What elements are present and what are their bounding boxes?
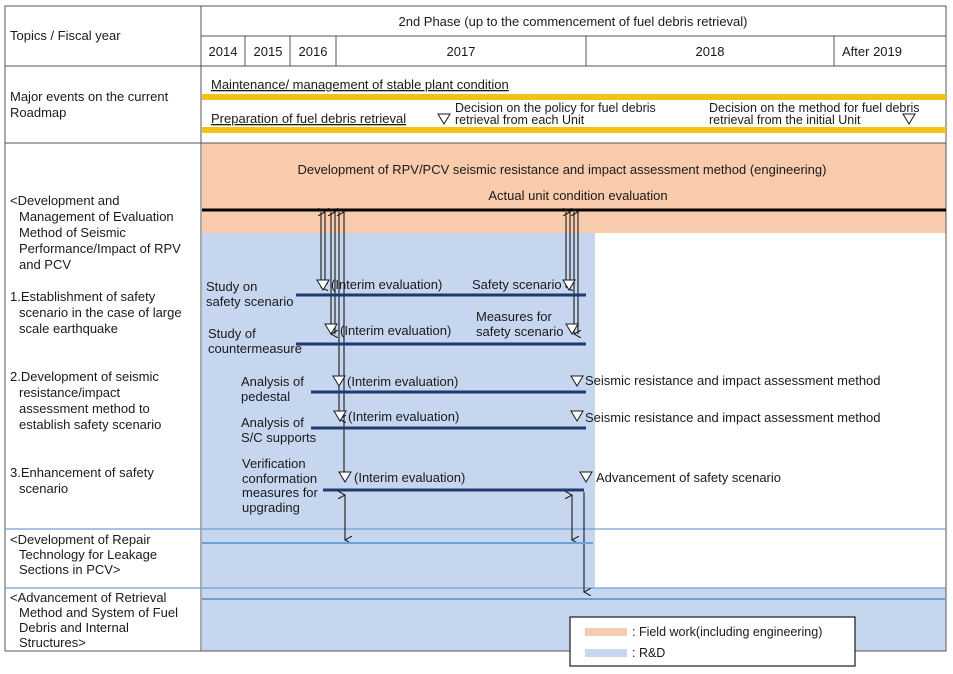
svg-text:Study on: Study on	[206, 279, 257, 294]
topic-repair: <Development of Repair Technology for Le…	[10, 532, 157, 577]
task-analysis-sc: Analysis of S/C supports	[241, 415, 317, 445]
topic-eval-method: <Development and Management of Evaluatio…	[10, 193, 181, 272]
svg-text:scenario: scenario	[19, 481, 68, 496]
actual-unit-evaluation: Actual unit condition evaluation	[488, 188, 667, 203]
svg-text:(Interim evaluation): (Interim evaluation)	[340, 323, 451, 338]
svg-text:3.Enhancement of safety: 3.Enhancement of safety	[10, 465, 154, 480]
svg-text:Method of Seismic: Method of Seismic	[19, 225, 126, 240]
triangle-icon	[324, 323, 338, 335]
year-2018: 2018	[696, 44, 725, 59]
decision-policy-label: Decision on the policy for fuel debris	[455, 101, 656, 115]
svg-text:Performance/Impact of RPV: Performance/Impact of RPV	[19, 241, 181, 256]
svg-text:pedestal: pedestal	[241, 389, 290, 404]
svg-text:establish safety scenario: establish safety scenario	[19, 417, 161, 432]
svg-text:scale earthquake: scale earthquake	[19, 321, 118, 336]
triangle-icon	[338, 471, 352, 483]
svg-text:S/C supports: S/C supports	[241, 430, 317, 445]
svg-text:Debris and Internal: Debris and Internal	[19, 620, 129, 635]
major-events-label-2: Roadmap	[10, 105, 66, 120]
legend: : Field work(including engineering) : R&…	[569, 616, 856, 667]
year-2016: 2016	[299, 44, 328, 59]
svg-text:2.Development of seismic: 2.Development of seismic	[10, 369, 159, 384]
task-study-counter: Study of countermeasure	[208, 326, 302, 356]
legend-field-work-swatch	[585, 628, 627, 636]
svg-text:(Interim evaluation): (Interim evaluation)	[331, 277, 442, 292]
task-analysis-pedestal: Analysis of pedestal	[241, 374, 304, 404]
year-2017: 2017	[447, 44, 476, 59]
legend-rnd-label: : R&D	[632, 646, 665, 660]
seismic-method-label: Seismic resistance and impact assessment…	[585, 373, 881, 388]
year-after-2019: After 2019	[842, 44, 902, 59]
svg-text:resistance/impact: resistance/impact	[19, 385, 121, 400]
year-2014: 2014	[209, 44, 238, 59]
svg-text:1.Establishment of safety: 1.Establishment of safety	[10, 289, 156, 304]
triangle-icon	[570, 375, 584, 387]
svg-text:upgrading: upgrading	[242, 500, 300, 515]
task-verification: Verification conformation measures for u…	[242, 456, 319, 515]
svg-text:scenario in the case of large: scenario in the case of large	[19, 305, 182, 320]
svg-text:conformation: conformation	[242, 471, 317, 486]
engineering-title: Development of RPV/PCV seismic resistanc…	[298, 162, 827, 177]
svg-text:Structures>: Structures>	[19, 635, 86, 650]
svg-text:measures for: measures for	[242, 485, 319, 500]
svg-text:<Advancement of Retrieval: <Advancement of Retrieval	[10, 590, 167, 605]
topic-item-2: 2.Development of seismic resistance/impa…	[10, 369, 161, 432]
task-bars	[296, 293, 586, 492]
legend-field-work-label: : Field work(including engineering)	[632, 625, 822, 639]
advancement-label: Advancement of safety scenario	[596, 470, 781, 485]
svg-text:Study of: Study of	[208, 326, 256, 341]
decision-method-label-2: retrieval from the initial Unit	[709, 113, 861, 127]
triangle-icon	[333, 410, 347, 422]
topic-item-3: 3.Enhancement of safety scenario	[10, 465, 154, 496]
svg-text:Analysis of: Analysis of	[241, 415, 304, 430]
major-events-label: Major events on the current	[10, 89, 169, 104]
triangle-icon	[562, 279, 576, 291]
decision-method-label: Decision on the method for fuel debris	[709, 101, 920, 115]
legend-box	[569, 616, 856, 667]
measures-label: Measures for	[476, 309, 553, 324]
svg-text:Method and System of Fuel: Method and System of Fuel	[19, 605, 178, 620]
legend-rnd-swatch	[585, 649, 627, 657]
milestone-method-icon	[902, 113, 916, 125]
milestone-policy-icon	[437, 113, 451, 125]
measures-label-2: safety scenario	[476, 324, 563, 339]
topic-retrieval: <Advancement of Retrieval Method and Sys…	[10, 590, 178, 650]
safety-scenario-label: Safety scenario	[472, 277, 562, 292]
topics-fiscal-year-label: Topics / Fiscal year	[10, 28, 121, 43]
seismic-method-label-2: Seismic resistance and impact assessment…	[585, 410, 881, 425]
interim-evaluation-labels: (Interim evaluation) (Interim evaluation…	[331, 277, 465, 485]
preparation-label: Preparation of fuel debris retrieval	[211, 111, 406, 126]
triangle-icon	[570, 410, 584, 422]
triangle-icon	[332, 375, 346, 387]
svg-text:<Development and: <Development and	[10, 193, 120, 208]
svg-text:Sections in PCV>: Sections in PCV>	[19, 562, 121, 577]
svg-text:and PCV: and PCV	[19, 257, 71, 272]
svg-text:countermeasure: countermeasure	[208, 341, 302, 356]
task-study-safety: Study on safety scenario	[206, 279, 293, 309]
svg-text:Analysis of: Analysis of	[241, 374, 304, 389]
svg-text:Management of Evaluation: Management of Evaluation	[19, 209, 174, 224]
svg-text:safety scenario: safety scenario	[206, 294, 293, 309]
triangle-icon	[316, 279, 330, 291]
topic-item-1: 1.Establishment of safety scenario in th…	[10, 289, 182, 336]
svg-text:(Interim evaluation): (Interim evaluation)	[347, 374, 458, 389]
triangle-icon	[565, 323, 579, 335]
svg-text:assessment method to: assessment method to	[19, 401, 150, 416]
svg-text:(Interim evaluation): (Interim evaluation)	[354, 470, 465, 485]
grid-lines	[4, 5, 947, 652]
decision-policy-label-2: retrieval from each Unit	[455, 113, 585, 127]
milestone-triangles	[316, 279, 593, 483]
phase-title: 2nd Phase (up to the commencement of fue…	[398, 14, 747, 29]
year-2015: 2015	[254, 44, 283, 59]
svg-text:Verification: Verification	[242, 456, 306, 471]
svg-text:(Interim evaluation): (Interim evaluation)	[348, 409, 459, 424]
preparation-bar	[202, 127, 946, 133]
maintenance-bar	[202, 94, 946, 100]
triangle-icon	[579, 471, 593, 483]
svg-text:<Development of Repair: <Development of Repair	[10, 532, 151, 547]
svg-text:Technology for Leakage: Technology for Leakage	[19, 547, 157, 562]
maintenance-label: Maintenance/ management of stable plant …	[211, 77, 509, 92]
